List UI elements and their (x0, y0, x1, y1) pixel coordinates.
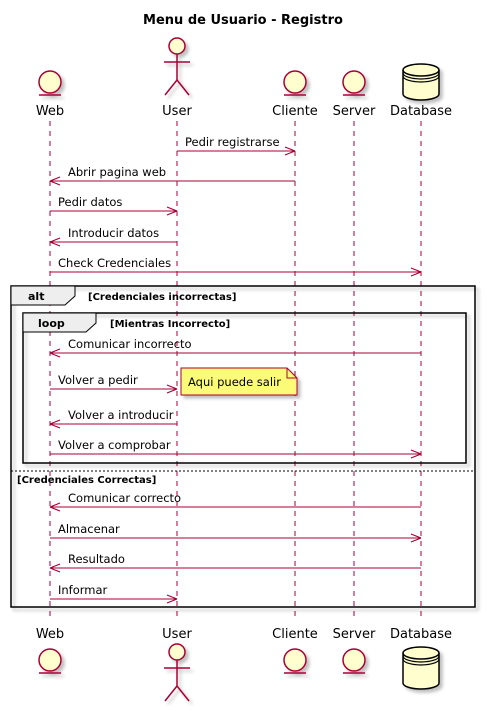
lifelines (49, 121, 422, 620)
message-label: Pedir registrarse (185, 135, 280, 149)
loop-frame: loop [Mientras Incorrecto] (22, 312, 467, 464)
participant-label-cliente: Cliente (272, 104, 318, 119)
participant-label-database: Database (390, 104, 452, 119)
note-text: Aqui puede salir (188, 375, 281, 389)
note: Aqui puede salir (180, 367, 298, 396)
entity-icon (342, 70, 366, 96)
entity-icon (283, 70, 307, 96)
message-0: Pedir registrarse (177, 135, 296, 156)
actor-icon (164, 37, 190, 96)
message-label: Resultado (68, 552, 125, 566)
participant-database-top: Database (390, 63, 452, 119)
message-1: Abrir pagina web (49, 165, 295, 186)
participant-server-bottom: Server (333, 627, 376, 674)
participant-label-server: Server (333, 104, 376, 119)
participant-web-top: Web (36, 70, 64, 119)
message-label: Comunicar correcto (68, 491, 181, 505)
message-label: Pedir datos (58, 195, 122, 209)
participant-label-database: Database (390, 627, 452, 642)
entity-icon (283, 648, 307, 674)
loop-frame-tag: loop (38, 317, 65, 330)
participant-user-top: User (162, 37, 192, 119)
message-10: Almacenar (50, 522, 422, 543)
loop-frame-condition: [Mientras Incorrecto] (110, 319, 230, 330)
message-label: Comunicar incorrecto (68, 337, 192, 351)
alt-frame-tag: alt (28, 290, 44, 303)
participant-label-web: Web (36, 104, 64, 119)
message-label: Abrir pagina web (68, 165, 166, 179)
participant-label-server: Server (333, 627, 376, 642)
participant-web-bottom: Web (36, 627, 64, 674)
entity-icon (38, 648, 62, 674)
participant-label-user: User (162, 627, 192, 642)
message-3: Introducir datos (49, 226, 177, 247)
participant-user-bottom: User (162, 627, 192, 702)
participant-label-user: User (162, 104, 192, 119)
message-2: Pedir datos (50, 195, 178, 216)
actor-icon (164, 643, 190, 702)
message-7: Volver a introducir (49, 408, 177, 429)
participant-label-web: Web (36, 627, 64, 642)
message-5: Comunicar incorrecto (49, 337, 421, 358)
participant-cliente-top: Cliente (272, 70, 318, 119)
message-12: Informar (50, 583, 178, 604)
database-icon (402, 63, 440, 101)
alt-else-condition: [Credenciales Correctas] (17, 475, 156, 486)
alt-frame: alt [Credenciales incorrectas] [Credenci… (10, 285, 476, 608)
message-label: Volver a comprobar (58, 438, 171, 452)
participant-database-bottom: Database (390, 627, 452, 690)
participant-cliente-bottom: Cliente (272, 627, 318, 674)
participant-server-top: Server (333, 70, 376, 119)
message-label: Volver a introducir (68, 408, 174, 422)
message-11: Resultado (49, 552, 421, 573)
alt-frame-condition: [Credenciales incorrectas] (88, 292, 236, 303)
message-label: Almacenar (58, 522, 120, 536)
message-6: Volver a pedir (50, 373, 178, 394)
message-label: Volver a pedir (58, 373, 138, 387)
participant-label-cliente: Cliente (272, 627, 318, 642)
message-label: Informar (58, 583, 108, 597)
database-icon (402, 646, 440, 690)
message-4: Check Credenciales (50, 256, 422, 277)
entity-icon (38, 70, 62, 96)
message-8: Volver a comprobar (50, 438, 422, 459)
message-9: Comunicar correcto (49, 491, 421, 512)
entity-icon (342, 648, 366, 674)
message-label: Check Credenciales (58, 256, 171, 270)
message-label: Introducir datos (68, 226, 159, 240)
diagram-title: Menu de Usuario - Registro (143, 13, 343, 28)
